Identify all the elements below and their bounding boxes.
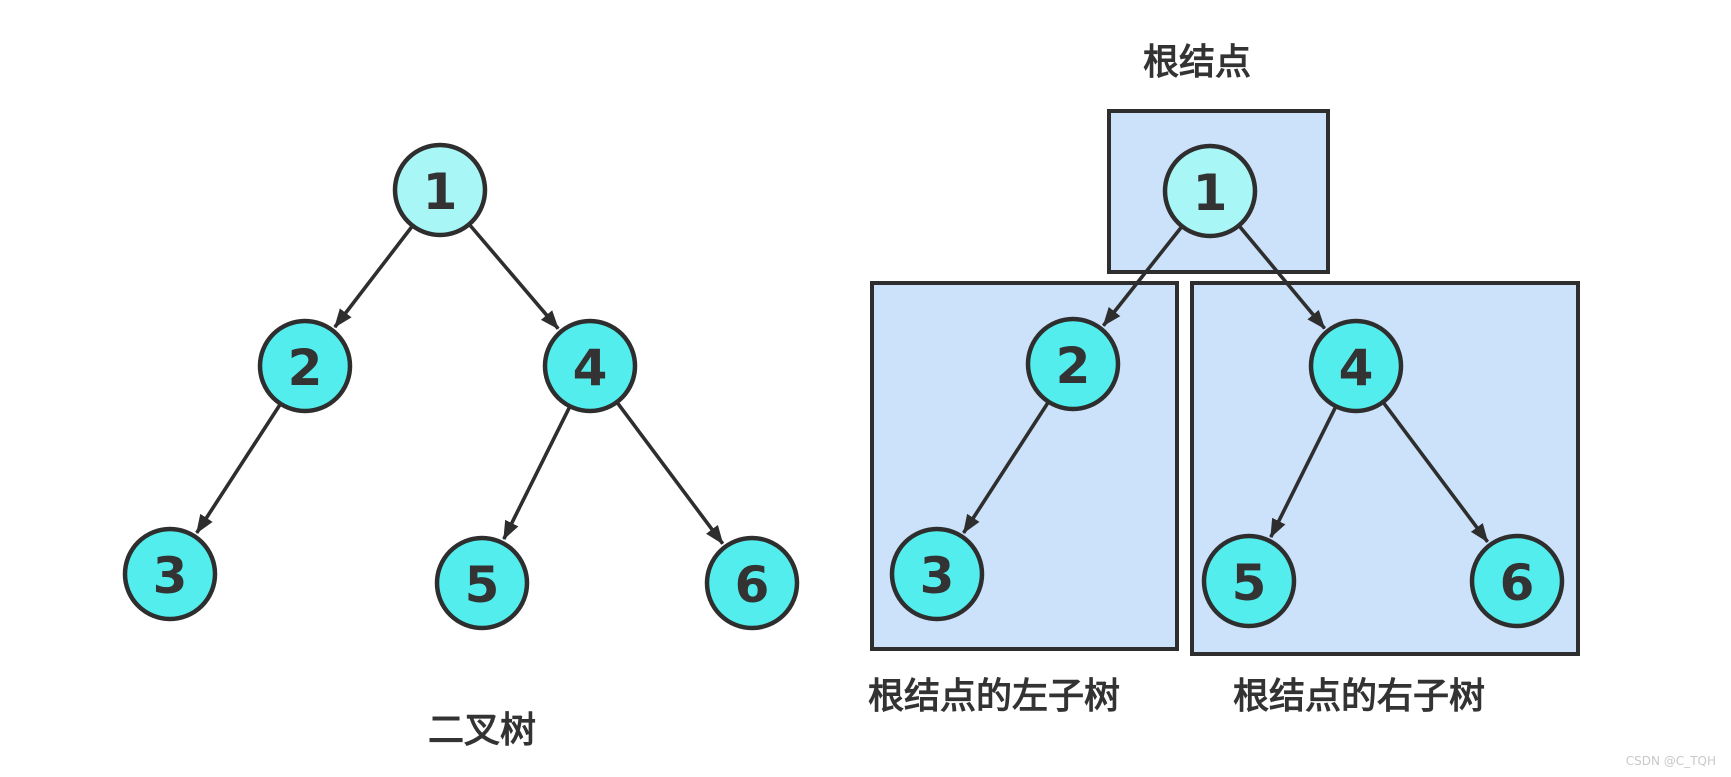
node-circle-5 (1201, 533, 1297, 629)
edge-L4-L5 (502, 406, 572, 541)
tree-node: 4 (1308, 318, 1404, 414)
tree-node: 6 (704, 535, 800, 631)
edge-R1-R4 (1238, 225, 1326, 330)
node-value: 3 (153, 547, 188, 605)
right-tree: 1 2 3 4 5 6 根结点 根结点的左子树 (868, 42, 1565, 717)
edge-R1-R2 (1101, 225, 1183, 327)
node-value: 2 (1056, 337, 1091, 395)
node-circle-3 (122, 526, 218, 622)
tree-node: 3 (122, 526, 218, 622)
edge-L1-L2 (333, 225, 414, 329)
tree-node: 6 (1469, 533, 1565, 629)
edge-L4-L6 (616, 401, 725, 545)
node-value: 4 (573, 339, 608, 397)
edge-R4-R5 (1269, 406, 1338, 539)
node-value: 5 (465, 556, 500, 614)
node-value: 1 (1193, 164, 1228, 222)
node-circle-4 (542, 318, 638, 414)
node-circle-6 (704, 535, 800, 631)
tree-node: 2 (1025, 316, 1121, 412)
tree-node: 5 (434, 535, 530, 631)
edge-L1-L4 (468, 223, 560, 330)
edge-L2-L3 (195, 403, 282, 534)
node-value: 1 (423, 163, 458, 221)
node-value: 6 (1500, 554, 1535, 612)
edge-R2-R3 (962, 401, 1050, 534)
node-circle-1 (1162, 143, 1258, 239)
left-tree-edges (195, 223, 725, 545)
left-subtree-label: 根结点的左子树 (868, 676, 1120, 717)
tree-node: 3 (889, 526, 985, 622)
root-label: 根结点 (1143, 42, 1251, 83)
node-circle-2 (257, 318, 353, 414)
binary-tree-title: 二叉树 (428, 710, 536, 751)
tree-node: 5 (1201, 533, 1297, 629)
node-circle-2 (1025, 316, 1121, 412)
node-value: 2 (288, 339, 323, 397)
node-circle-6 (1469, 533, 1565, 629)
node-circle-1 (392, 142, 488, 238)
node-value: 4 (1339, 339, 1374, 397)
tree-node: 4 (542, 318, 638, 414)
tree-node: 1 (392, 142, 488, 238)
node-circle-3 (889, 526, 985, 622)
right-subtree-label: 根结点的右子树 (1233, 676, 1485, 717)
node-circle-5 (434, 535, 530, 631)
right-tree-edges (962, 225, 1490, 543)
watermark: CSDN @C_TQH (1626, 754, 1716, 768)
tree-node: 2 (257, 318, 353, 414)
node-value: 5 (1232, 554, 1267, 612)
node-value: 3 (920, 547, 955, 605)
left-tree: 1 2 3 4 5 6 二叉树 (122, 142, 800, 751)
node-circle-4 (1308, 318, 1404, 414)
node-value: 6 (735, 556, 770, 614)
edge-R4-R6 (1382, 401, 1490, 543)
tree-node: 1 (1162, 143, 1258, 239)
